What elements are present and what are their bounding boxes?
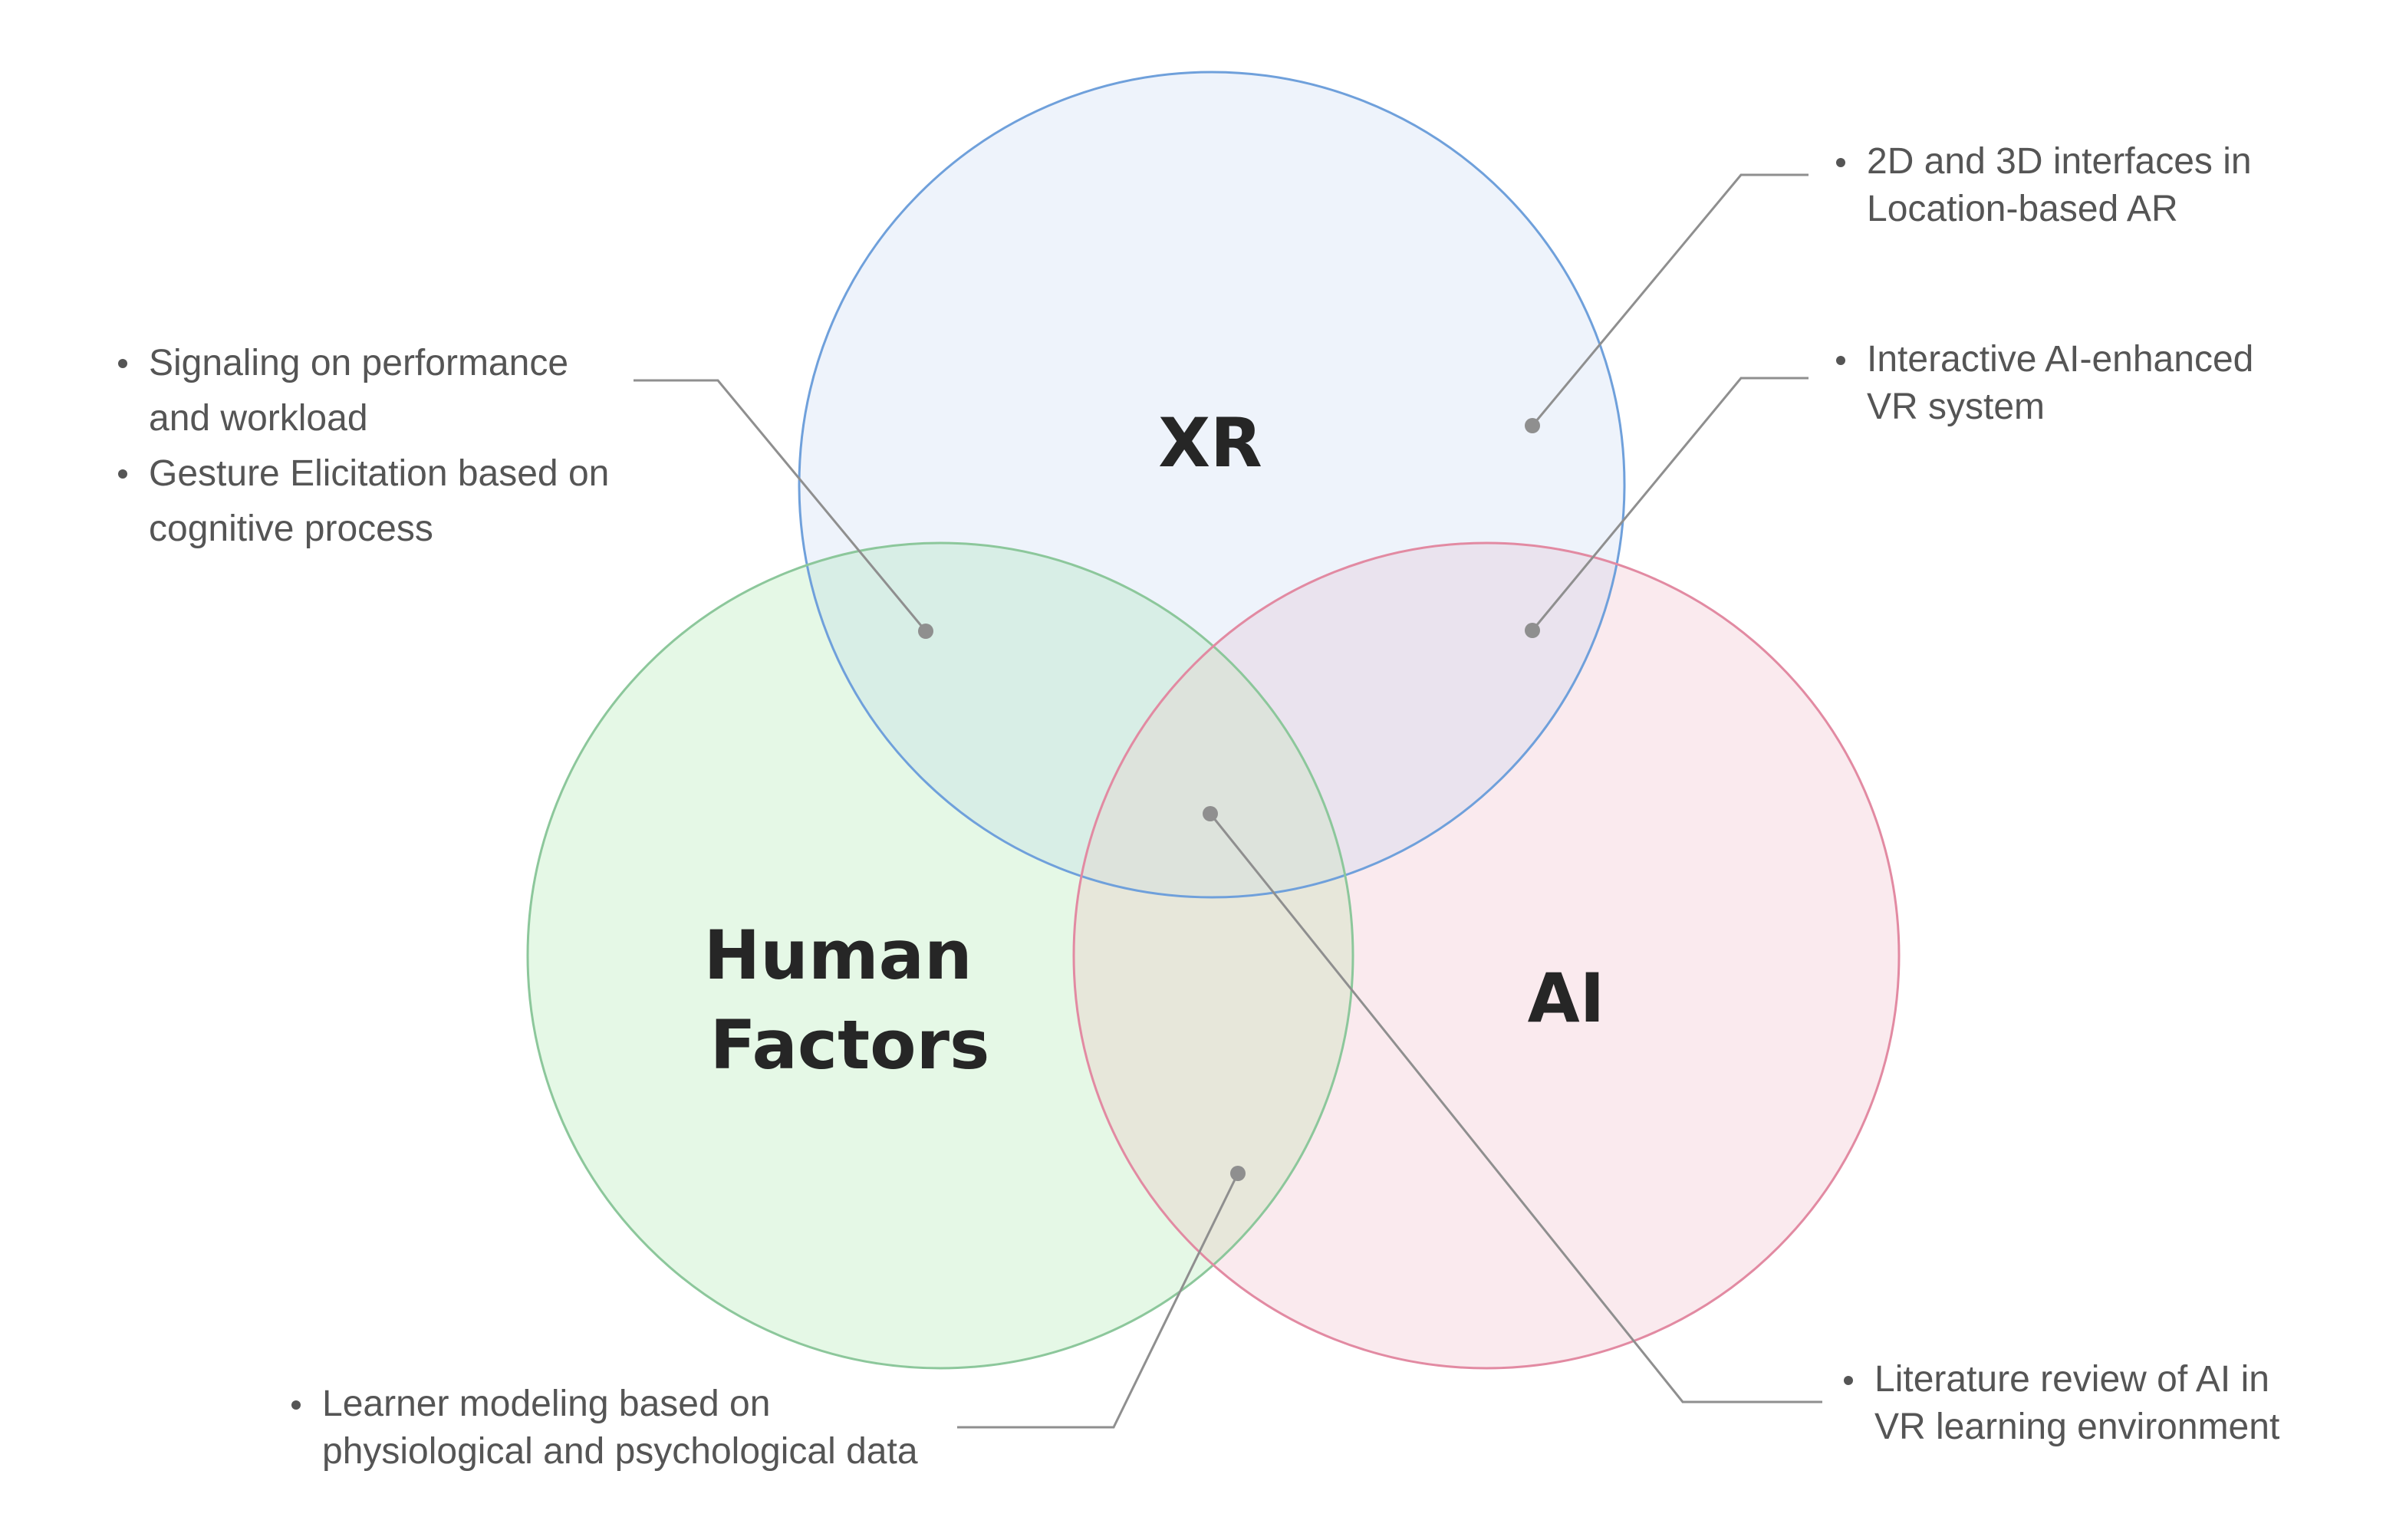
connector-hf-ai [957, 1166, 1246, 1429]
ai-circle-outline [1072, 541, 1901, 1370]
list-item: 2D and 3D interfaces in Location-based A… [1836, 138, 2252, 233]
list-item: Signaling on performance and workload [118, 336, 609, 446]
annotation-xr-ai: Interactive AI-enhanced VR system [1836, 336, 2253, 431]
annotation-hf-ai: Learner modeling based on physiological … [291, 1380, 918, 1476]
list-item: Gesture Elicitation based on cognitive p… [118, 446, 609, 557]
annotation-xr-only: 2D and 3D interfaces in Location-based A… [1836, 138, 2252, 233]
annotation-all-three: Literature review of AI in VR learning e… [1844, 1356, 2279, 1451]
xr-label: XR [1158, 403, 1262, 482]
connector-xr-ai [1525, 377, 1809, 638]
center-overlap [1074, 543, 1353, 897]
list-item: Interactive AI-enhanced VR system [1836, 336, 2253, 431]
human-factors-circle-outline [526, 541, 1354, 1370]
connector-xr-only [1525, 173, 1809, 433]
annotation-xr-hf: Signaling on performance and workload Ge… [118, 336, 609, 557]
xr-circle-outline [798, 71, 1626, 899]
list-item: Literature review of AI in VR learning e… [1844, 1356, 2279, 1451]
connector-xr-hf [634, 379, 933, 639]
connector-all-three [1203, 806, 1822, 1403]
ai-label: AI [1528, 959, 1605, 1038]
list-item: Learner modeling based on physiological … [291, 1380, 918, 1476]
human-factors-label: Human Factors [704, 916, 996, 1084]
